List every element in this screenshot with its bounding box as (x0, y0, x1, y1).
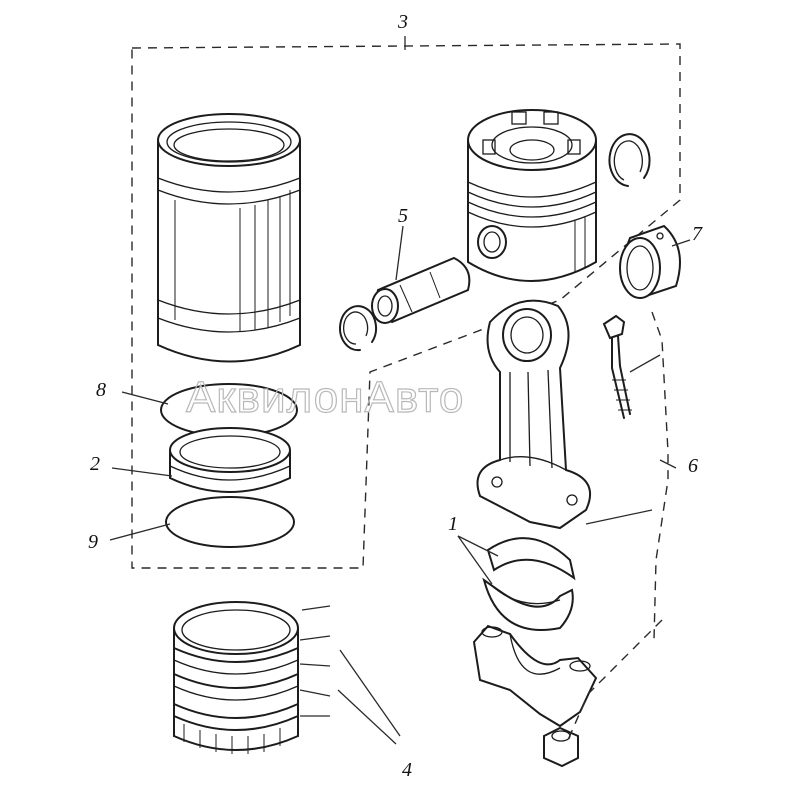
circlip-upper (608, 133, 651, 187)
leader-lines (109, 36, 691, 745)
callout-7: 7 (692, 223, 703, 245)
bushing-7 (619, 224, 681, 300)
callout-8: 8 (96, 379, 106, 401)
seal-ring-9 (165, 496, 295, 548)
callout-5: 5 (398, 205, 408, 227)
callout-1: 1 (448, 513, 458, 535)
callout-6: 6 (688, 455, 698, 477)
callout-3: 3 (397, 11, 408, 33)
connecting-rod-cap (472, 624, 598, 728)
cylinder-liner (157, 113, 301, 363)
callout-2: 2 (90, 453, 100, 475)
callout-9: 9 (88, 531, 98, 553)
piston-pin-5 (371, 256, 471, 324)
rod-nut (543, 726, 579, 768)
piston-ring-set-4 (173, 601, 299, 754)
assembly-3-frame (131, 43, 681, 569)
circlip-lower (339, 305, 378, 352)
rod-bolt (602, 314, 632, 419)
piston (467, 109, 597, 282)
connecting-rod (476, 299, 591, 530)
callout-labels: 3 5 7 8 2 9 1 6 4 (88, 11, 703, 781)
ring-2 (169, 427, 291, 493)
watermark-text: АквилонАвто (186, 373, 464, 422)
callout-4: 4 (402, 759, 412, 781)
bearing-shells-1 (482, 537, 576, 631)
